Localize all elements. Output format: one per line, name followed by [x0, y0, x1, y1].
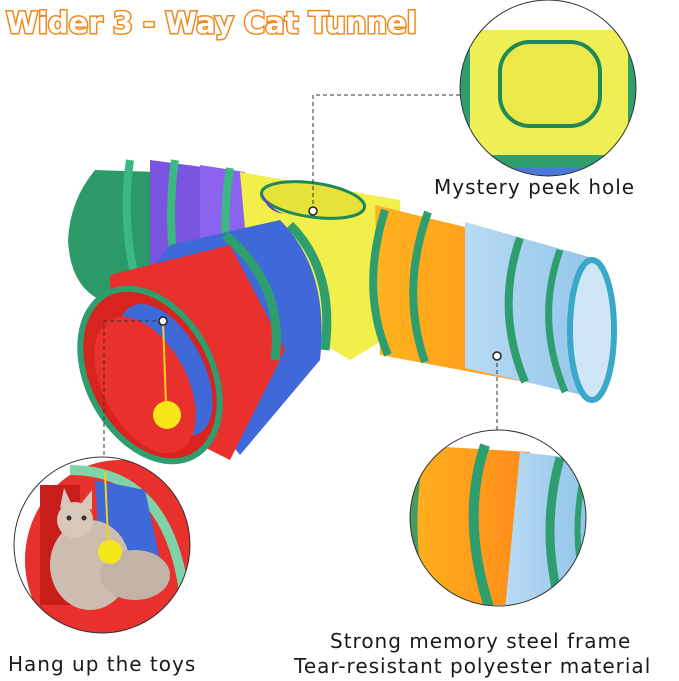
caption-steel-frame: Strong memory steel frame: [330, 629, 632, 653]
caption-peek-hole: Mystery peek hole: [434, 175, 636, 199]
peek-hole-dot: [308, 206, 318, 216]
page-title: Wider 3 - Way Cat Tunnel: [5, 5, 419, 42]
tunnel-front-arm: [77, 220, 332, 465]
caption-polyester-material: Tear-resistant polyester material: [294, 654, 652, 678]
toys-dot: [158, 316, 168, 326]
hanging-toy-detail: [14, 457, 190, 633]
frame-dot: [492, 351, 502, 361]
steel-frame-detail: [410, 430, 586, 606]
tunnel-right-arm: [369, 205, 617, 403]
callout-dots: [158, 206, 502, 361]
callout-lines: [103, 94, 498, 470]
caption-hang-toys: Hang up the toys: [8, 652, 197, 676]
